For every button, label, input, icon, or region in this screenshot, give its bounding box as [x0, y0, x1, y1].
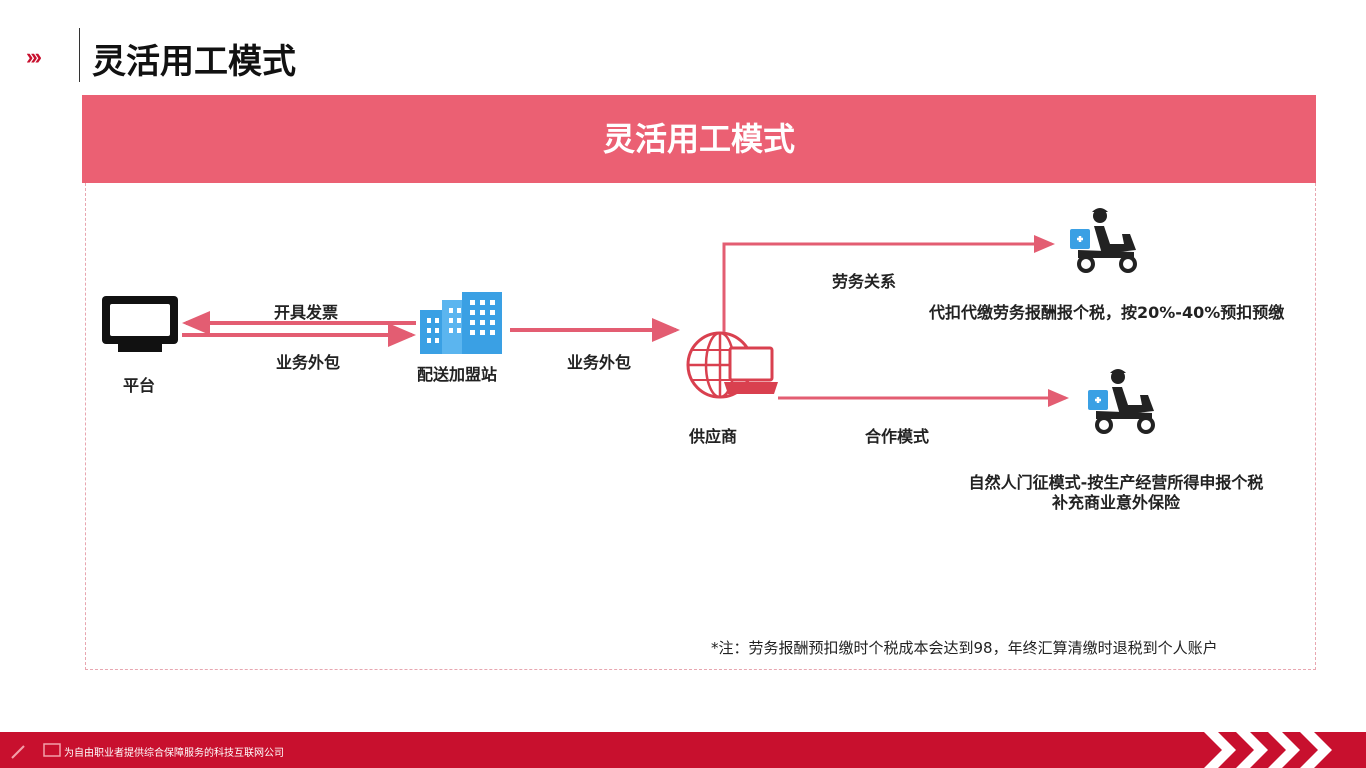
labor-relation-label: 劳务关系 [832, 272, 897, 291]
page-title: 灵活用工模式 [92, 42, 296, 82]
footer-text: 为自由职业者提供综合保障服务的科技互联网公司 [64, 748, 284, 759]
header-divider [79, 28, 80, 82]
buildings-icon [420, 292, 502, 354]
monitor-icon [102, 296, 178, 352]
outsource-label-left: 业务外包 [276, 353, 341, 372]
platform-label: 平台 [123, 376, 156, 395]
invoice-label: 开具发票 [274, 303, 339, 322]
delivery-scooter-icon [1070, 208, 1137, 273]
supplier-label: 供应商 [689, 427, 738, 446]
chevrons-icon: ››› [26, 44, 42, 69]
image-icon [43, 743, 61, 757]
cooperation-label: 合作模式 [865, 427, 930, 446]
footer-chevrons-icon [1204, 732, 1332, 768]
footnote: *注：劳务报酬预扣缴时个税成本会达到98，年终汇算清缴时退税到个人账户 [711, 639, 1218, 657]
cooperation-description-line1: 自然人门征模式-按生产经营所得申报个税 [968, 473, 1264, 492]
content-frame [85, 183, 1316, 670]
toolbar-icons[interactable] [8, 738, 68, 764]
outsource-label-mid: 业务外包 [567, 353, 632, 372]
delivery-scooter-icon [1088, 369, 1155, 434]
banner-title: 灵活用工模式 [602, 120, 795, 158]
station-label: 配送加盟站 [417, 365, 498, 384]
labor-description: 代扣代缴劳务报酬报个税，按20%-40%预扣预缴 [929, 303, 1285, 322]
labor-relation-arrow [722, 235, 1055, 332]
banner [82, 95, 1316, 183]
pen-icon [11, 745, 25, 759]
footer-bar [0, 732, 1366, 768]
globe-laptop-icon [686, 331, 778, 399]
cooperation-description-line2: 补充商业意外保险 [1051, 493, 1180, 512]
